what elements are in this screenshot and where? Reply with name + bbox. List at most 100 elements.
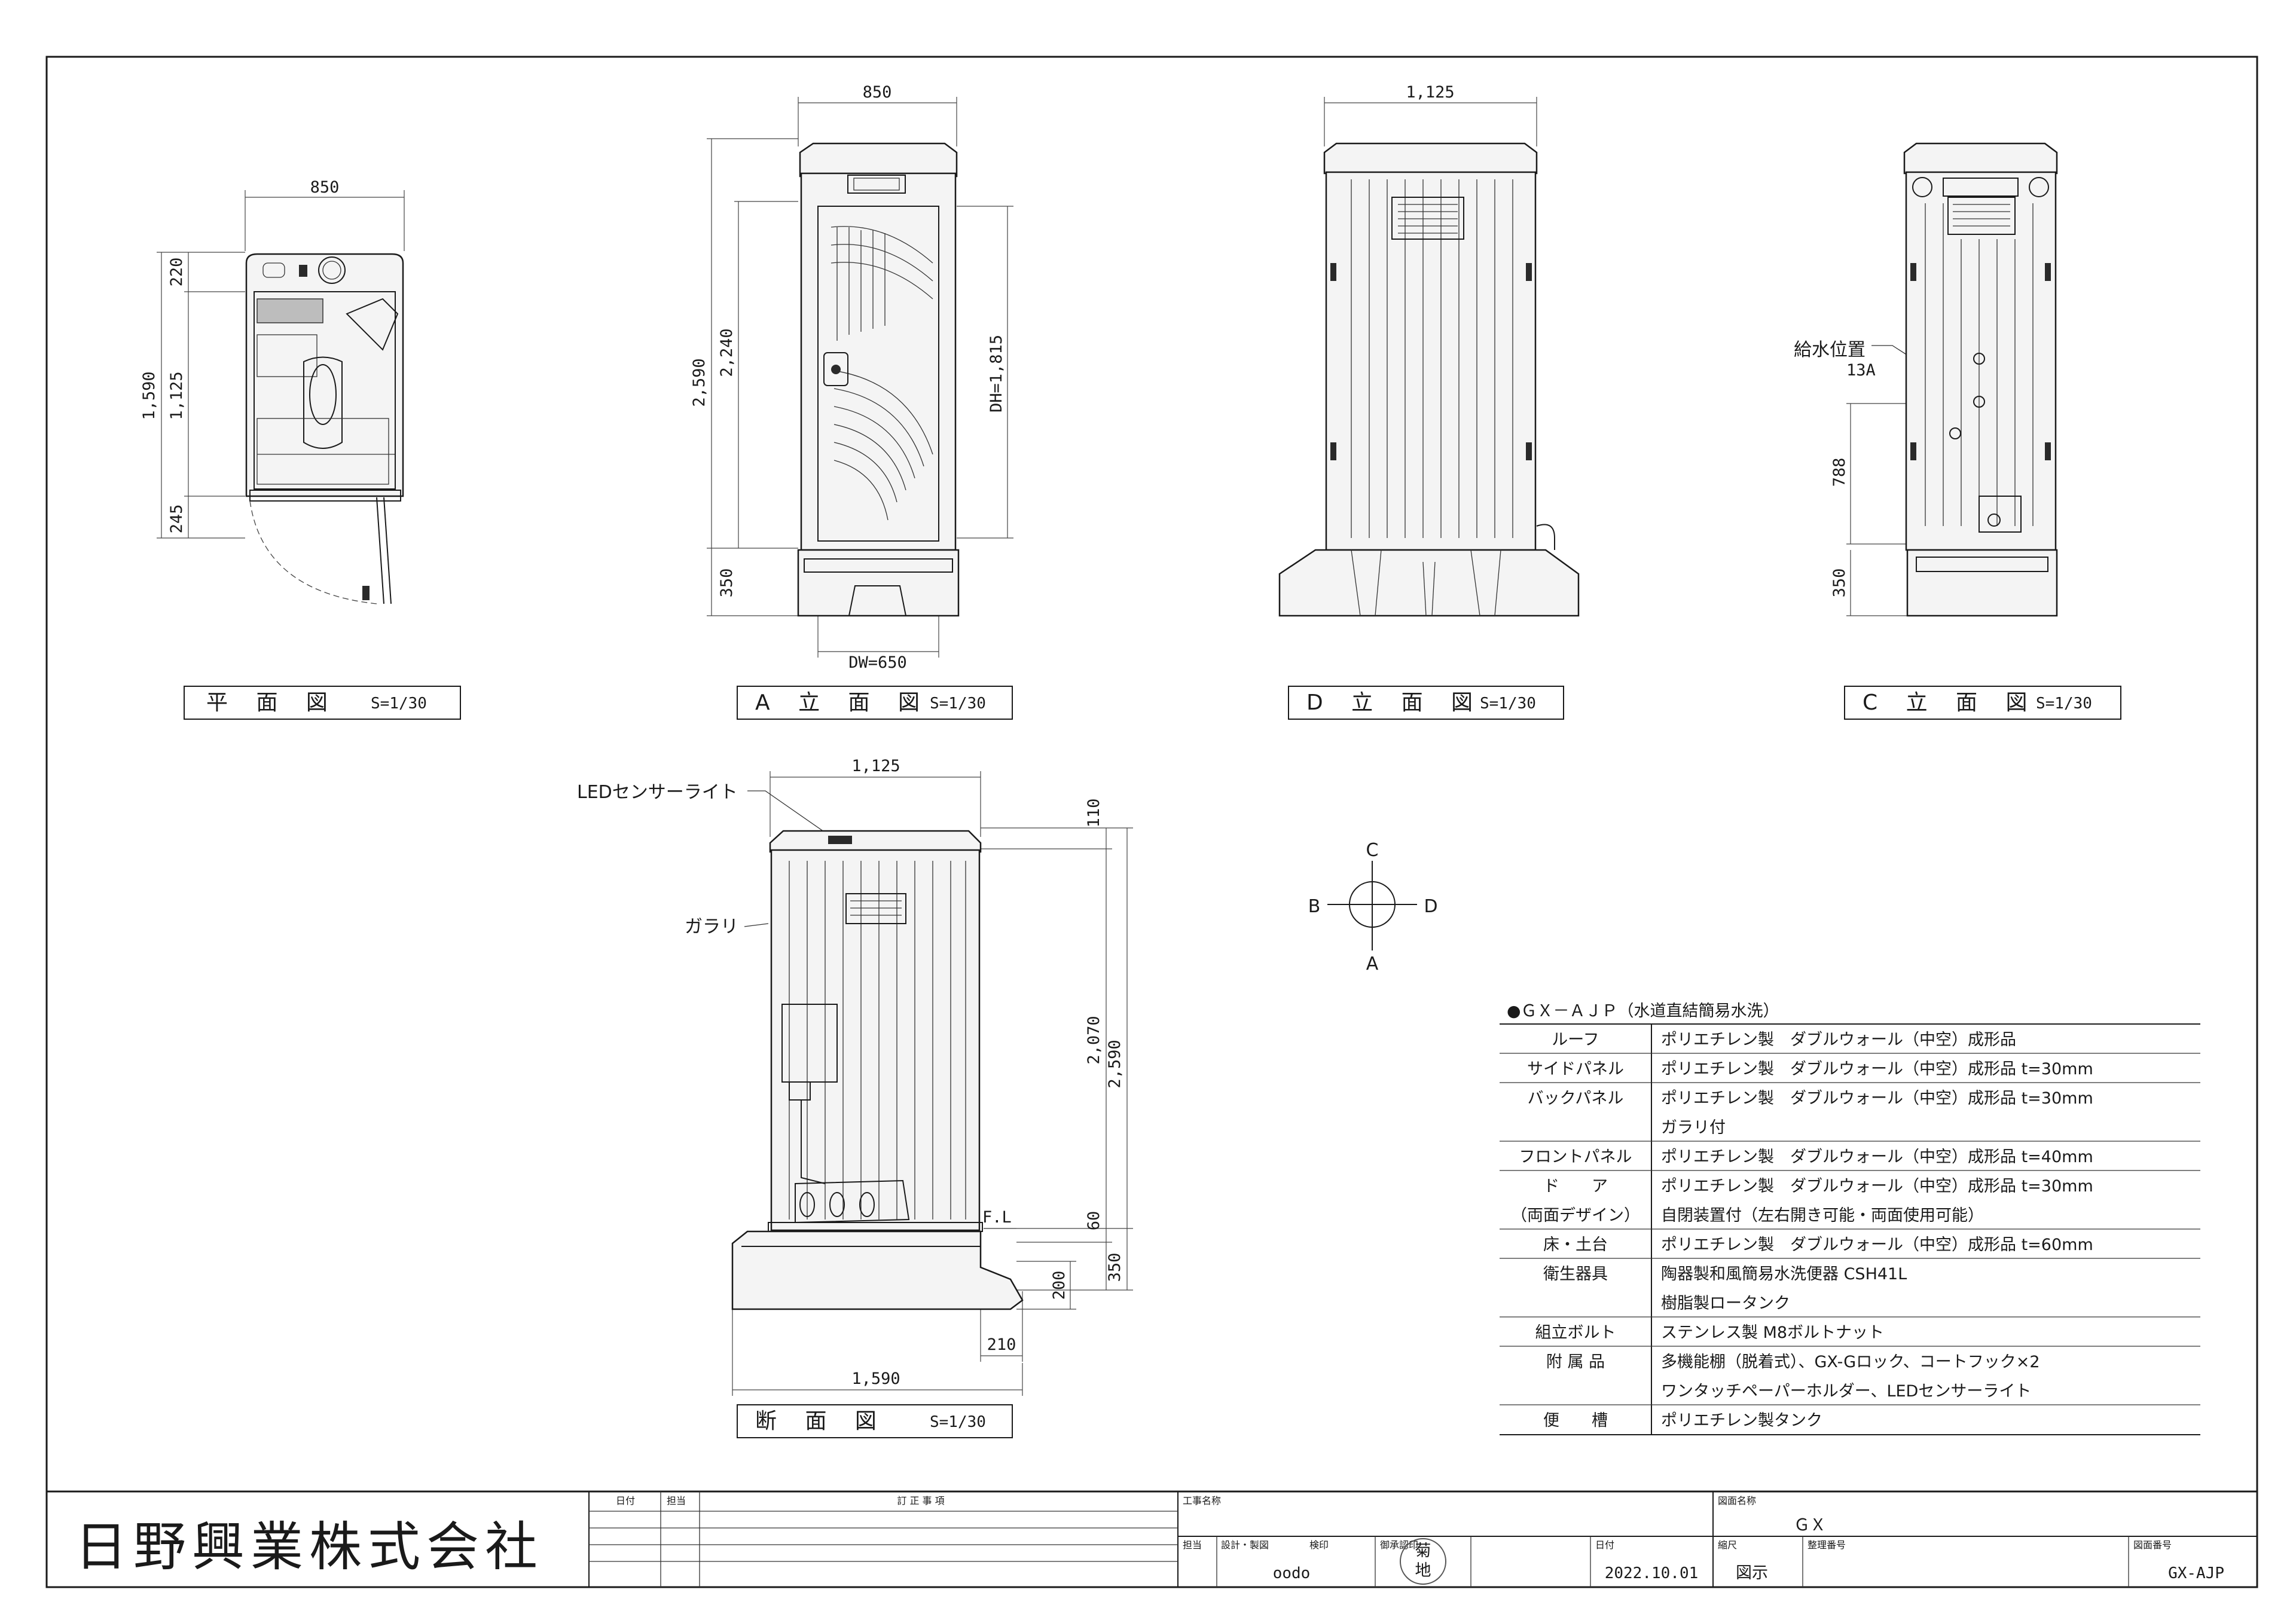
spec-row-value: ポリエチレン製 ダブルウォール（中空）成形品 t=30mm [1661,1060,2093,1078]
spec-row-label: 附 属 品 [1546,1353,1605,1371]
compass: C A B D [1308,840,1438,974]
section-led-label: LEDセンサーライト [577,782,738,803]
spec-title: ●ＧＸ－ＡＪＰ（水道直結簡易水洗） [1507,1002,1779,1020]
c-dim-base: 350 [1830,568,1849,598]
section-dim-overall: 1,590 [851,1370,900,1388]
d-title: D 立 面 図 [1306,690,1483,715]
inspection-stamp [1400,1538,1446,1585]
section-fl-label: F.L [982,1208,1012,1227]
spec-row-label: 便 槽 [1543,1411,1608,1430]
spec-row-label: ルーフ [1552,1031,1599,1049]
c-scale: S=1/30 [2036,695,2092,713]
d-scale: S=1/30 [1480,695,1536,713]
spec-row-label: 組立ボルト [1535,1324,1616,1342]
spec-row-label: 衛生器具 [1543,1265,1608,1283]
section-dim-floor: 60 [1085,1211,1103,1231]
tb-designer: oodo [1273,1564,1311,1582]
spec-row-value: ガラリ付 [1661,1118,1726,1137]
spec-row-label: サイドパネル [1527,1060,1624,1078]
c-title: C 立 面 図 [1863,690,2038,715]
plan-dim-roof: 220 [167,258,186,287]
plan-view: 850 1,590 220 1,125 245 [140,178,405,604]
spec-row-value: ステンレス製 M8ボルトナット [1661,1324,1884,1342]
tb-h-date2: 日付 [1595,1539,1614,1551]
section-dim-tank-w: 210 [987,1335,1016,1354]
a-caption: A 立 面 図 S=1/30 [737,686,1013,720]
spec-row-label: フロントパネル [1519,1148,1632,1166]
d-caption: D 立 面 図 S=1/30 [1288,686,1564,720]
compass-d: D [1424,896,1437,917]
tb-h-number: 図面番号 [2133,1539,2172,1551]
tb-number: GX-AJP [2168,1564,2224,1582]
section-caption: 断 面 図 S=1/30 [737,1404,1013,1438]
tb-h-designer: 担当 [1183,1539,1202,1551]
tb-h-revision: 訂 正 事 項 [897,1495,944,1506]
tb-date: 2022.10.01 [1605,1564,1699,1582]
a-scale: S=1/30 [930,695,986,713]
spec-rows: ルーフポリエチレン製 ダブルウォール（中空）成形品サイドパネルポリエチレン製 ダ… [1500,1031,2200,1430]
tb-scale: 図示 [1736,1564,1768,1582]
tb-h-design: 設計・製図 [1221,1539,1269,1551]
spec-row-value: 多機能棚（脱着式）、GX-Gロック、コートフック×2 [1661,1353,2040,1371]
company-name: 日野興業株式会社 [75,1516,544,1578]
section-view: 1,125 LEDセンサーライト ガラリ 110 2,070 2,590 60 … [577,757,1133,1396]
spec-row-label-sub: （両面デザイン） [1511,1206,1640,1225]
plan-dim-interior: 1,125 [167,371,186,420]
plan-scale: S=1/30 [371,695,427,713]
section-dim-width: 1,125 [851,757,900,775]
tb-drawing-name: ＧＸ [1794,1516,1826,1535]
spec-row-value: ポリエチレン製 ダブルウォール（中空）成形品 [1661,1031,2016,1049]
section-louver-label: ガラリ [685,916,738,937]
spec-table: ●ＧＸ－ＡＪＰ（水道直結簡易水洗） ルーフポリエチレン製 ダブルウォール（中空）… [1500,1002,2200,1435]
spec-row-value: 自閉装置付（左右開き可能・両面使用可能） [1661,1206,1984,1225]
tb-h-mgmt: 整理番号 [1808,1539,1846,1551]
compass-a: A [1366,953,1379,974]
spec-row-value: ポリエチレン製 ダブルウォール（中空）成形品 t=30mm [1661,1089,2093,1108]
a-dim-door-width: DW=650 [848,653,907,672]
section-scale: S=1/30 [930,1413,986,1431]
c-water-size: 13A [1846,361,1876,380]
tb-h-project: 工事名称 [1183,1495,1221,1506]
title-block: 日野興業株式会社 日付 担当 訂 正 事 項 工事名称 図面名称 ＧＸ 担当 設… [45,1490,2258,1588]
section-dim-tank: 200 [1050,1271,1068,1300]
compass-c: C [1366,840,1379,861]
plan-title: 平 面 図 [206,690,338,715]
tb-h-approve: 御承認印 [1380,1539,1418,1551]
section-dim-base: 350 [1106,1253,1124,1282]
plan-dim-total: 1,590 [140,371,158,420]
plan-dim-width: 850 [310,178,340,197]
a-dim-body: 2,240 [718,328,736,377]
spec-row-value: 樹脂製ロータンク [1661,1294,1790,1313]
tb-h-check: 担当 [667,1495,686,1506]
spec-row-value: ポリエチレン製 ダブルウォール（中空）成形品 t=60mm [1661,1236,2093,1254]
section-dim-inner: 2,070 [1085,1016,1103,1064]
a-title: A 立 面 図 [755,690,930,715]
spec-row-value: ポリエチレン製 ダブルウォール（中空）成形品 t=40mm [1661,1148,2093,1166]
d-elevation: 1,125 [1278,83,1580,617]
tb-stamp-top: 菊 [1415,1542,1431,1560]
tb-h-inspect: 検印 [1309,1539,1329,1551]
plan-dim-front: 245 [167,505,186,534]
a-dim-base: 350 [718,568,736,598]
c-water-label: 給水位置 [1794,340,1866,360]
c-elevation: 給水位置 13A 788 350 [1794,142,2058,617]
plan-caption: 平 面 図 S=1/30 [184,686,461,720]
a-dim-total: 2,590 [690,358,709,406]
c-dim-supply: 788 [1830,458,1849,487]
spec-row-label: 床・土台 [1543,1236,1608,1254]
c-caption: C 立 面 図 S=1/30 [1844,686,2121,720]
a-dim-width: 850 [863,83,892,102]
d-dim-width: 1,125 [1406,83,1454,102]
tb-h-scale: 縮尺 [1718,1539,1737,1551]
spec-row-value: 陶器製和風簡易水洗便器 CSH41L [1661,1265,1907,1283]
tb-h-date: 日付 [616,1495,635,1506]
a-elevation: 850 2,590 2,240 350 DH=1,815 DW=650 [690,83,1013,672]
tb-stamp-bottom: 地 [1415,1561,1431,1580]
spec-row-value: ポリエチレン製 ダブルウォール（中空）成形品 t=30mm [1661,1177,2093,1196]
section-dim-total: 2,590 [1106,1040,1124,1088]
spec-row-label: バックパネル [1528,1089,1624,1108]
section-title: 断 面 図 [755,1409,887,1434]
tb-h-drawing: 図面名称 [1718,1495,1756,1506]
spec-row-value: ワンタッチペーパーホルダー、LEDセンサーライト [1661,1382,2031,1401]
